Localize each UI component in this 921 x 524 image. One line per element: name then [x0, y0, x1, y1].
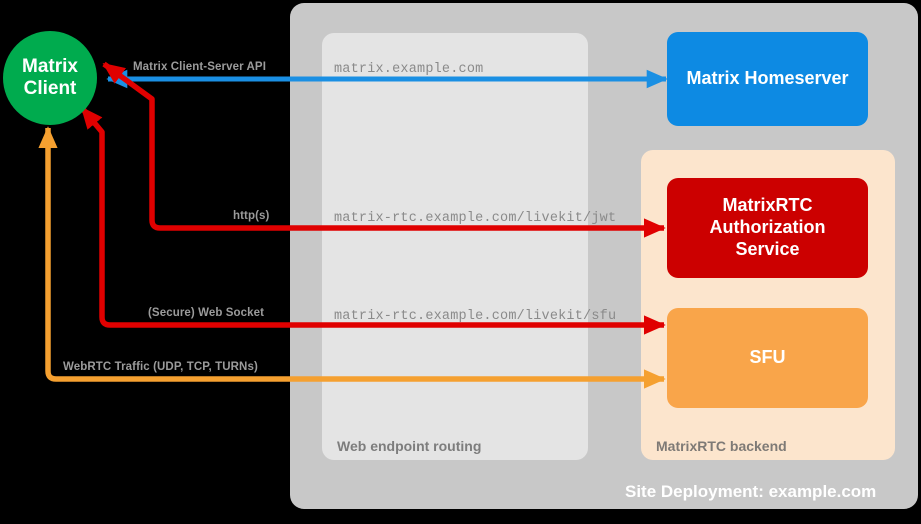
web-endpoint-routing-panel: [322, 33, 588, 460]
node-sfu[interactable]: [667, 308, 868, 408]
node-matrix-homeserver[interactable]: [667, 32, 868, 126]
node-matrixrtc-authorization-service[interactable]: [667, 178, 868, 278]
connector-webrtc: [38, 126, 666, 389]
node-matrix-client[interactable]: [3, 31, 97, 125]
